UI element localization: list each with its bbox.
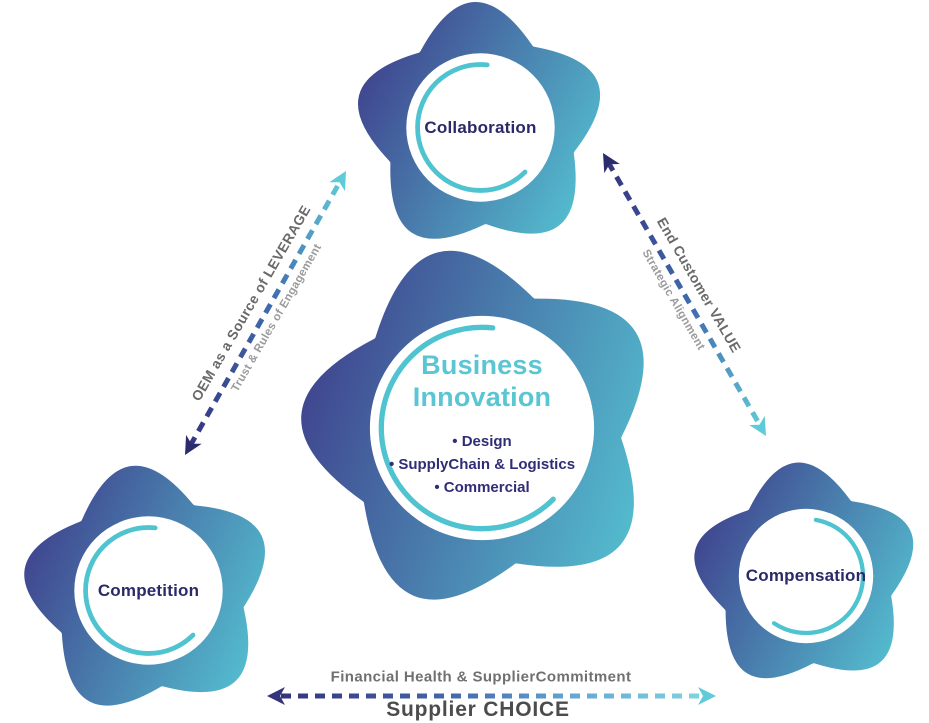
compensation-label: Compensation: [745, 566, 867, 585]
left-arrow-head-top-icon: [329, 171, 346, 192]
bullet-item: • Design: [452, 432, 512, 450]
inner-circle: [406, 53, 555, 202]
compensation-node: Compensation: [686, 456, 926, 696]
right-arrow-head-bottom-icon: [749, 415, 766, 436]
inner-circle: [74, 516, 223, 665]
inner-circle: [738, 508, 874, 644]
bullet-item: • Commercial: [434, 479, 530, 497]
collaboration-blob-icon: [352, 0, 606, 245]
left-arrow-head-bottom-icon: [185, 434, 202, 455]
ring-arc-icon: [378, 324, 586, 532]
competition-node: Competition: [16, 458, 281, 723]
competition-blob-icon: [19, 460, 271, 711]
business-innovation-blob-icon: [295, 245, 650, 606]
bottom-connector-primary-label: Financial Health & SupplierCommitment: [330, 668, 632, 686]
right-arrow: [601, 153, 768, 436]
inner-circle: [369, 315, 595, 541]
center-content: Business Innovation • Design • SupplyCha…: [347, 350, 617, 499]
compensation-blob-icon: [689, 457, 919, 683]
bottom-arrow-head-left-icon: [267, 687, 285, 705]
right-arrow-head-top-icon: [603, 153, 620, 174]
center-bullet-list: • Design • SupplyChain & Logistics • Com…: [347, 430, 617, 500]
business-innovation-node: Business Innovation • Design • SupplyCha…: [292, 238, 672, 618]
bottom-arrow-head-right-icon: [698, 687, 716, 705]
ring-arc-icon: [746, 516, 866, 636]
collaboration-label: Collaboration: [424, 117, 537, 137]
left-arrow-casing: [183, 173, 348, 453]
bottom-connector-secondary-label: Supplier CHOICE: [386, 698, 570, 721]
competition-label: Competition: [97, 580, 200, 600]
center-title: Business Innovation: [412, 350, 552, 412]
ring-arc-icon: [83, 525, 214, 656]
right-arrow-casing: [601, 155, 768, 434]
bottom-arrow: [267, 687, 716, 705]
bullet-item: • SupplyChain & Logistics: [388, 455, 576, 473]
left-arrow: [183, 171, 348, 455]
collaboration-node: Collaboration: [348, 0, 613, 260]
ring-arc-icon: [415, 62, 546, 193]
